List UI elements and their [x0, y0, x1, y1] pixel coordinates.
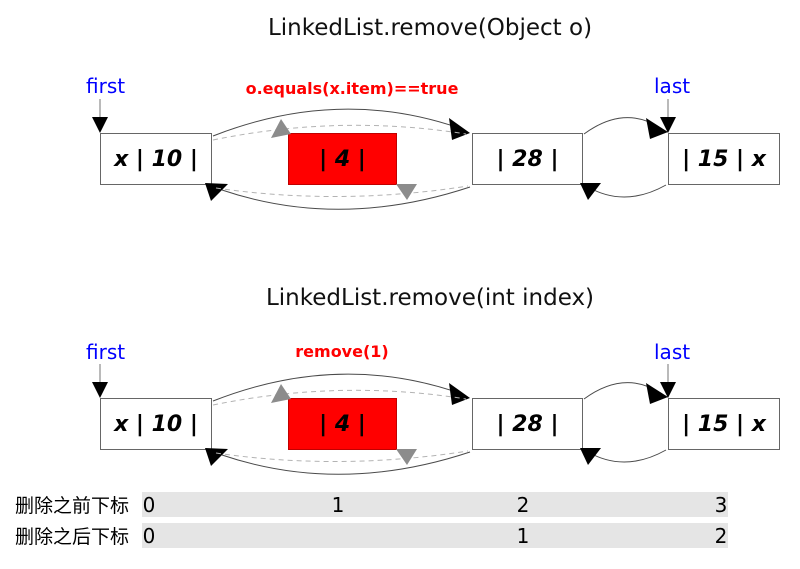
index-before-label: 删除之前下标 — [15, 495, 130, 517]
new-prev-arrowhead-icon — [205, 183, 228, 201]
diagram2-node-15: | 15 | x — [668, 398, 780, 450]
first-arrowhead-icon — [92, 117, 108, 133]
index-after-value: 2 — [714, 524, 728, 548]
next-loop-arrowhead-icon — [646, 118, 668, 139]
prev-loop-arc — [587, 184, 667, 198]
index-after-label: 删除之后下标 — [15, 526, 130, 548]
new-next-arc — [212, 108, 463, 137]
index-before-value: 3 — [714, 493, 728, 517]
index-before-value: 0 — [142, 493, 156, 517]
diagram1-node-15: | 15 | x — [668, 133, 780, 185]
index-after-value: 1 — [516, 524, 530, 548]
last-arrowhead-icon — [660, 117, 676, 133]
index-after-bar — [142, 523, 728, 548]
diagram1-annotation: o.equals(x.item)==true — [245, 79, 459, 98]
diagram2-first-pointer-label: first — [86, 340, 126, 364]
diagram2-node-10: x | 10 | — [100, 398, 212, 450]
index-before-value: 2 — [516, 493, 530, 517]
diagram1-node-4-highlighted: | 4 | — [288, 133, 397, 185]
diagram1-first-pointer-label: first — [86, 74, 126, 98]
old-prev-dashed-arc — [215, 185, 469, 197]
diagram1-last-pointer-label: last — [654, 74, 691, 98]
new-next-arrowhead-icon — [449, 118, 470, 140]
index-after-value: 0 — [142, 524, 156, 548]
diagram2-annotation: remove(1) — [295, 342, 389, 361]
index-before-value: 1 — [331, 493, 345, 517]
diagram1-node-28: | 28 | — [472, 133, 583, 185]
next-loop-arc — [583, 117, 663, 135]
diagram1-node-10: x | 10 | — [100, 133, 212, 185]
diagram1-title: LinkedList.remove(Object o) — [267, 15, 593, 41]
old-prev-gray-arrowhead-icon — [396, 184, 417, 200]
diagram2-last-pointer-label: last — [654, 340, 691, 364]
index-before-bar — [142, 492, 728, 517]
diagram2-node-28: | 28 | — [472, 398, 583, 450]
new-prev-arc — [221, 186, 471, 210]
diagram2-node-4-highlighted: | 4 | — [288, 398, 397, 450]
prev-loop-arrowhead-icon — [580, 183, 601, 200]
diagram2-title: LinkedList.remove(int index) — [265, 285, 595, 311]
